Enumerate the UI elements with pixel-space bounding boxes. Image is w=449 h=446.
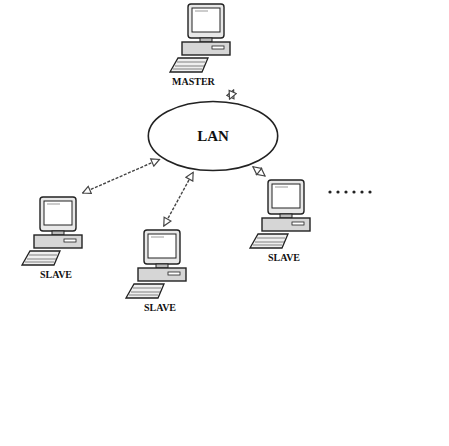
computer-label: SLAVE	[144, 302, 176, 314]
computer-icon	[168, 2, 240, 76]
computer-icon	[124, 228, 196, 302]
network-label: LAN	[197, 128, 229, 145]
network-link	[253, 167, 265, 176]
network-link	[83, 159, 160, 193]
computer-icon	[248, 178, 320, 252]
computer-label: SLAVE	[268, 252, 300, 264]
lan-ellipse: LAN	[147, 100, 279, 172]
computer-label: SLAVE	[40, 269, 72, 281]
computer-icon	[20, 195, 92, 269]
slave-computer: SLAVE	[122, 228, 198, 314]
slave-computer: SLAVE	[18, 195, 94, 281]
master-computer: MASTER	[168, 2, 248, 88]
network-link	[164, 172, 193, 226]
network-link	[230, 90, 234, 99]
slave-computer: SLAVE	[246, 178, 322, 264]
continuation-dots	[328, 190, 371, 193]
computer-label: MASTER	[168, 76, 215, 88]
